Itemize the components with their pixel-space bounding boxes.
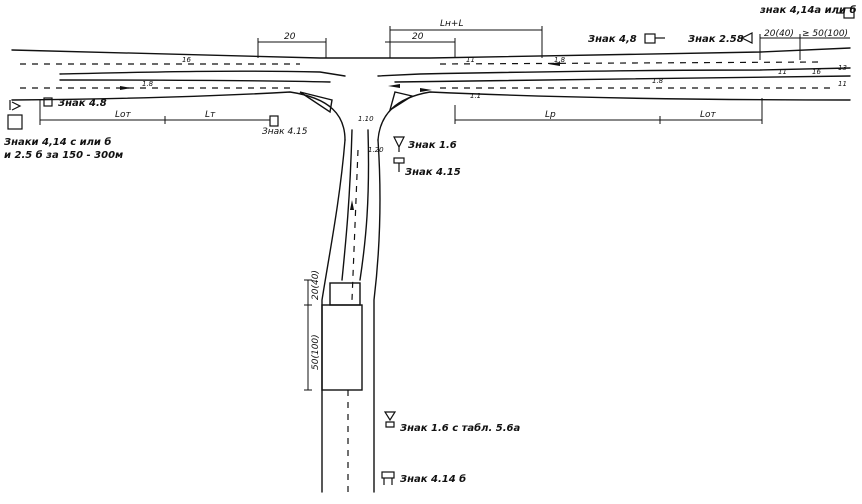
marking-11-top: 11 xyxy=(466,56,475,64)
dim-label-vertical-50-100: 50(100) xyxy=(311,334,321,370)
signs-label-left-line1: Знаки 4,14 с или б xyxy=(4,136,111,148)
side-road-inner-right xyxy=(359,129,370,281)
dim-label-ln-l: Lн+L xyxy=(440,19,463,29)
dim-label-20-40: 20(40) xyxy=(764,29,794,39)
sign-label-4-15-left: Знак 4.15 xyxy=(262,127,308,137)
dashed-line-side xyxy=(347,149,359,495)
lane-arrow-3 xyxy=(420,88,432,92)
dim-line-20-top xyxy=(257,38,327,58)
signs-label-left-line2: и 2.5 б за 150 - 300м xyxy=(4,149,123,161)
sign-label-4-14-bottom: Знак 4.14 б xyxy=(400,473,466,485)
marking-13-right: 13 xyxy=(838,64,847,72)
median-right-lower xyxy=(394,75,851,83)
dim-label-20-top: 20 xyxy=(284,32,296,42)
dim-label-lot-right: Lот xyxy=(700,110,717,120)
sign-label-4-8-top: Знак 4,8 xyxy=(588,34,637,45)
dim-label-50-100: ≥ 50(100) xyxy=(802,29,848,39)
marking-1-20: 1.20 xyxy=(368,146,384,154)
sign-icon-2-5-8 xyxy=(740,32,753,44)
sign-icon-left-arrow xyxy=(9,100,22,111)
marking-11-right: 11 xyxy=(778,68,787,76)
marking-18-top: 1.8 xyxy=(554,56,566,64)
marking-18-mid: 1.8 xyxy=(652,77,664,85)
median-left-lower xyxy=(59,79,331,83)
side-road-right-edge xyxy=(373,139,381,493)
marking-16-left: 16 xyxy=(182,56,191,64)
lane-arrow-4 xyxy=(548,62,560,66)
marking-1-10: 1.10 xyxy=(358,115,374,123)
lane-arrow-2 xyxy=(388,84,400,88)
sign-label-2-5-8: Знак 2.58 xyxy=(688,34,744,45)
dim-line-lot-left xyxy=(39,100,165,125)
sign-icon-4-15-right xyxy=(393,157,405,172)
sign-icon-1-6-table xyxy=(383,411,397,428)
sign-icon-4-8-top xyxy=(644,33,665,44)
lane-arrow-5 xyxy=(350,200,354,210)
marking-11-far-right: 11 xyxy=(838,80,847,88)
sign-icon-left-box xyxy=(7,114,23,130)
marking-18-left: 1.8 xyxy=(142,80,154,88)
marking-16-right: 16 xyxy=(812,68,821,76)
dim-line-lp xyxy=(454,105,660,124)
dashed-line-main-upper xyxy=(20,61,821,65)
sign-icon-4-15-left xyxy=(269,115,279,127)
sign-icon-4-8-left xyxy=(43,97,53,107)
marking-11-mid: 1.1 xyxy=(470,92,481,100)
dim-label-lp: Lp xyxy=(545,110,556,120)
median-left xyxy=(59,70,346,77)
dim-label-20-mid: 20 xyxy=(412,32,424,42)
main-road-top-edge xyxy=(11,47,851,59)
main-road-bottom-edge-left xyxy=(11,91,346,141)
sign-label-4-14-top: знак 4,14а или б xyxy=(759,4,856,16)
sign-icon-1-6 xyxy=(393,136,405,152)
side-road-left-edge xyxy=(321,139,346,493)
dim-line-lt xyxy=(164,116,270,124)
dim-line-20-mid xyxy=(385,38,456,58)
ped-box-vertical xyxy=(329,282,361,306)
sign-icon-4-14-bottom xyxy=(381,471,395,485)
lane-arrow-1 xyxy=(120,86,132,90)
dim-line-vertical xyxy=(304,279,312,391)
sign-label-4-8-left: Знак 4.8 xyxy=(58,98,107,109)
side-road-inner-left xyxy=(341,129,353,281)
dim-label-lot-left: Lот xyxy=(115,110,132,120)
sign-label-4-15-right: Знак 4.15 xyxy=(405,167,461,178)
dim-label-lt: Lт xyxy=(205,110,216,120)
dim-line-lot-right xyxy=(659,98,763,124)
sign-label-1-6: Знак 1.6 xyxy=(408,140,457,151)
median-right xyxy=(377,67,851,77)
sign-label-1-6-table: Знак 1.6 с табл. 5.6а xyxy=(400,422,520,434)
island-left xyxy=(299,91,333,114)
dim-label-vertical-20-40: 20(40) xyxy=(311,270,321,300)
sign-icon-top-right xyxy=(836,7,855,19)
main-road-bottom-edge-right xyxy=(377,91,851,141)
ped-box-vertical-lower xyxy=(321,304,363,391)
island-right xyxy=(388,91,414,112)
